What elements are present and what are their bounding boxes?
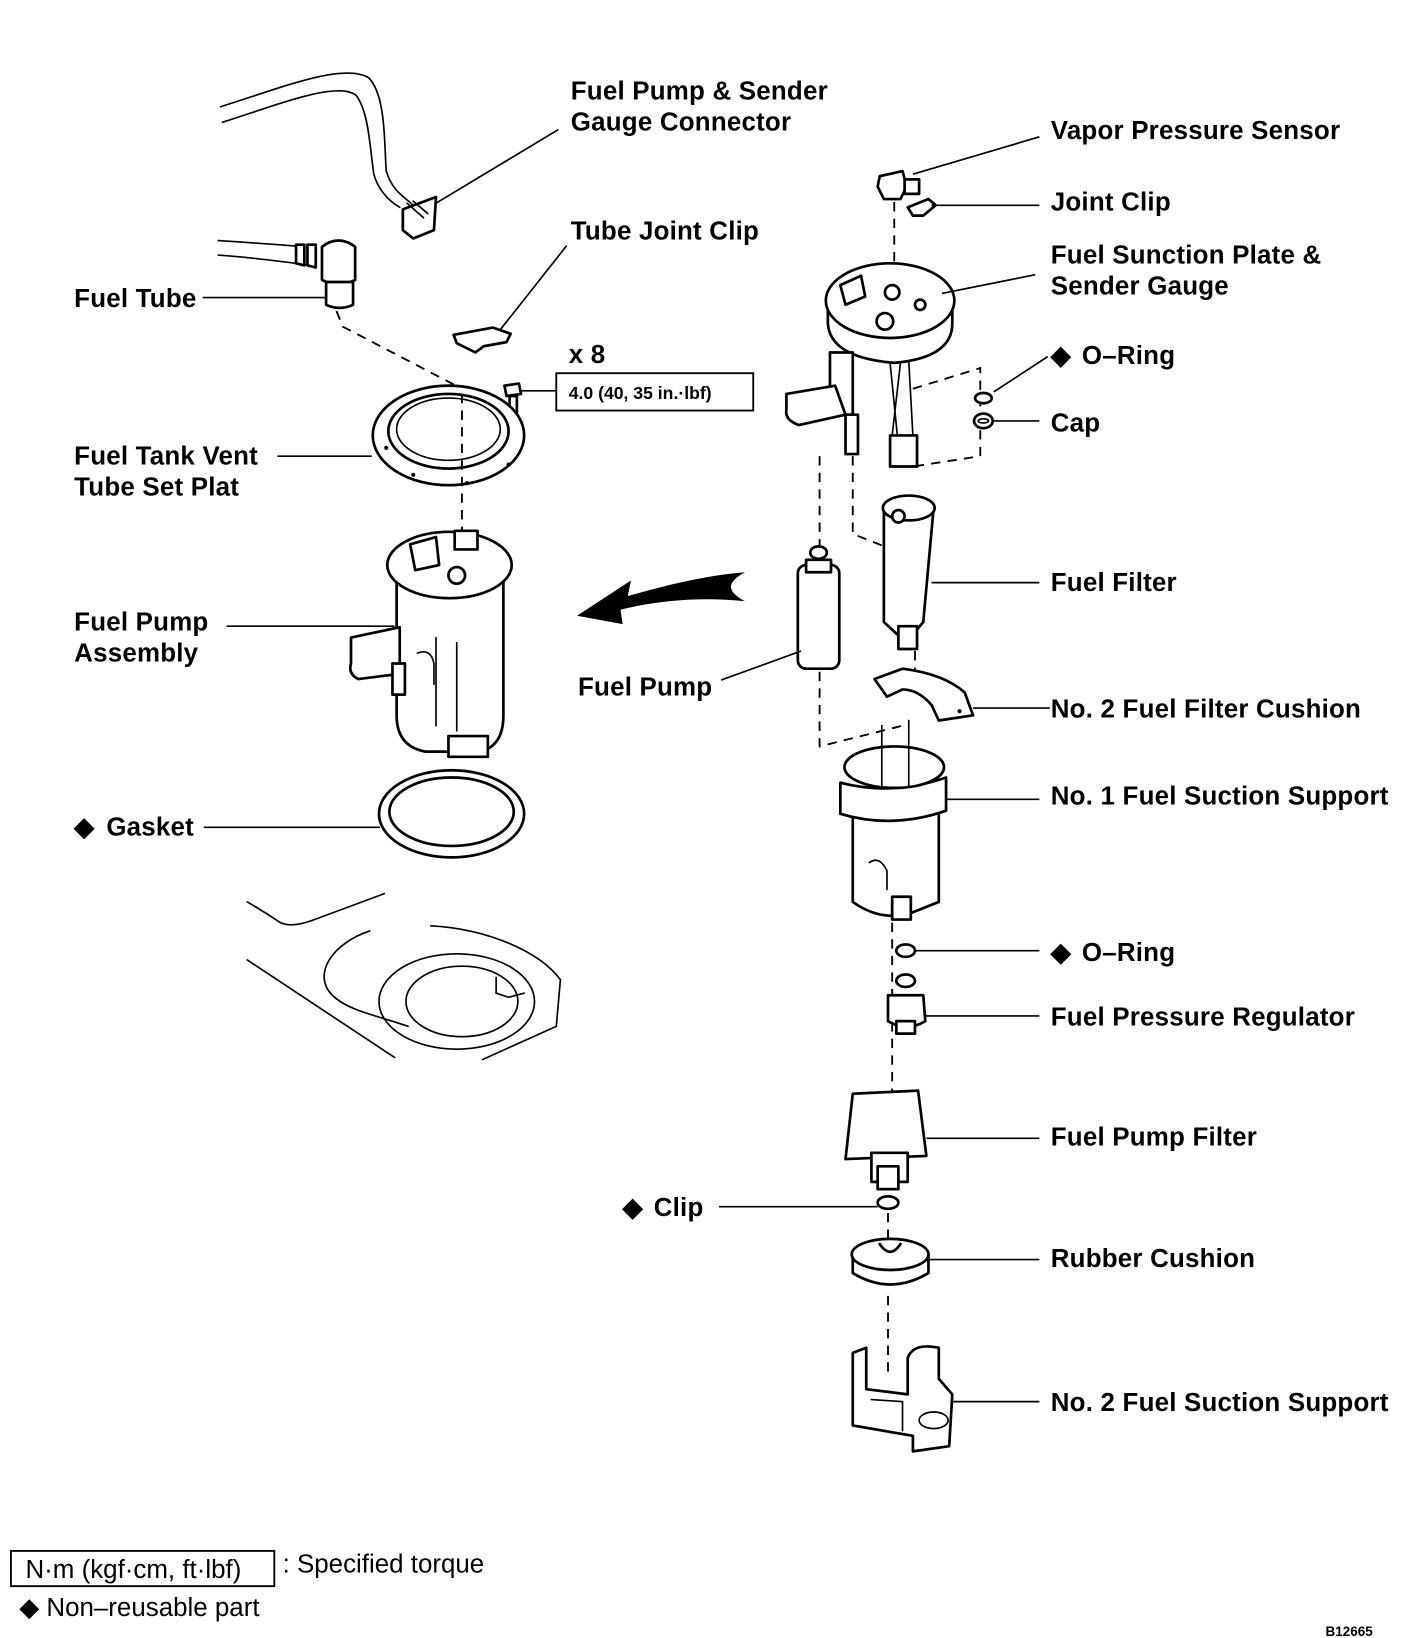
label-o-ring-lower: O–Ring xyxy=(1082,939,1175,967)
rubber-cushion-drawing xyxy=(850,1237,930,1286)
fuel-tube-guide-line xyxy=(335,310,463,390)
cap-drawing xyxy=(972,412,995,430)
leader-lines xyxy=(202,128,1050,1403)
lower-o-ring-drawing xyxy=(894,943,917,959)
fuel-pump-drawing xyxy=(796,544,841,671)
fuel-tank-vent-tube-set-plate-drawing xyxy=(371,384,526,487)
wiring-guide-box xyxy=(912,366,982,468)
label-vapor-pressure-sensor: Vapor Pressure Sensor xyxy=(1051,117,1340,145)
legend-torque-units: N·m (kgf·cm, ft·lbf) xyxy=(25,1556,241,1584)
label-o-ring-upper: O–Ring xyxy=(1082,342,1175,370)
upper-o-ring-drawing xyxy=(973,391,994,405)
joint-clip-drawing xyxy=(906,197,938,217)
fuel-suction-plate-drawing xyxy=(784,261,956,468)
vapor-pressure-sensor-drawing xyxy=(876,169,921,201)
label-tube-joint-clip: Tube Joint Clip xyxy=(571,217,759,245)
legend-non-reusable: ◆ Non–reusable part xyxy=(19,1594,260,1622)
label-fuel-pump-assembly-line1: Fuel Pump xyxy=(74,608,208,636)
label-fuel-filter: Fuel Filter xyxy=(1051,569,1177,597)
label-fuel-pressure-regulator: Fuel Pressure Regulator xyxy=(1051,1003,1355,1031)
label-rubber-cushion: Rubber Cushion xyxy=(1051,1245,1255,1273)
clip-drawing xyxy=(876,1195,900,1211)
label-suction-plate-line1: Fuel Sunction Plate & xyxy=(1051,241,1322,269)
fuel-tube-drawing xyxy=(217,239,357,310)
label-fuel-pump: Fuel Pump xyxy=(578,674,712,702)
fuel-pump-sender-connector-drawing xyxy=(219,72,438,240)
figure-code: B12665 xyxy=(1326,1624,1374,1638)
label-suction-plate-line2: Sender Gauge xyxy=(1051,272,1229,300)
legend-torque-box xyxy=(10,1549,276,1588)
no1-fuel-suction-support-drawing xyxy=(838,719,948,921)
label-fuel-tube: Fuel Tube xyxy=(74,285,196,313)
gasket-drawing xyxy=(377,768,526,859)
non-reusable-icon: ◆ xyxy=(73,814,95,842)
direction-arrow-icon xyxy=(577,572,745,625)
fuel-filter-drawing xyxy=(881,494,937,651)
label-fuel-pump-assembly-line2: Assembly xyxy=(74,639,198,667)
pump-guide-box xyxy=(818,456,903,748)
fuel-pump-filter-drawing xyxy=(844,1089,928,1191)
fuel-pump-assembly-drawing xyxy=(348,529,514,759)
label-clip: Clip xyxy=(654,1194,704,1222)
non-reusable-icon: ◆ xyxy=(1050,939,1072,967)
label-gasket: Gasket xyxy=(106,814,194,842)
label-joint-clip: Joint Clip xyxy=(1051,188,1171,216)
fuel-pressure-regulator-drawing xyxy=(886,973,927,1035)
filter-guide-line xyxy=(851,456,893,551)
label-fuel-tank-vent-line2: Tube Set Plat xyxy=(74,474,239,502)
label-fuel-tank-vent-line1: Fuel Tank Vent xyxy=(74,442,258,470)
label-no2-fuel-filter-cushion: No. 2 Fuel Filter Cushion xyxy=(1051,695,1361,723)
fuel-tank-drawing xyxy=(246,892,562,1061)
no2-fuel-filter-cushion-drawing xyxy=(873,667,975,722)
label-fuel-pump-sender-connector-line1: Fuel Pump & Sender xyxy=(571,78,828,106)
label-fuel-pump-filter: Fuel Pump Filter xyxy=(1051,1124,1257,1152)
label-no2-fuel-suction-support: No. 2 Fuel Suction Support xyxy=(1051,1389,1389,1417)
tube-joint-clip-drawing xyxy=(452,326,513,354)
non-reusable-icon: ◆ xyxy=(622,1194,644,1222)
legend: N·m (kgf·cm, ft·lbf) : Specified torque … xyxy=(10,1549,485,1622)
no2-fuel-suction-support-drawing xyxy=(851,1345,954,1453)
label-fuel-pump-sender-connector-line2: Gauge Connector xyxy=(571,109,791,137)
label-cap: Cap xyxy=(1051,409,1101,437)
label-no1-fuel-suction-support: No. 1 Fuel Suction Support xyxy=(1051,782,1389,810)
legend-torque-description: : Specified torque xyxy=(283,1551,485,1579)
torque-spec-value: 4.0 (40, 35 in.·lbf) xyxy=(569,383,712,403)
torque-quantity: x 8 xyxy=(569,341,606,369)
torque-spec-box xyxy=(555,372,755,412)
non-reusable-icon: ◆ xyxy=(1050,342,1072,370)
